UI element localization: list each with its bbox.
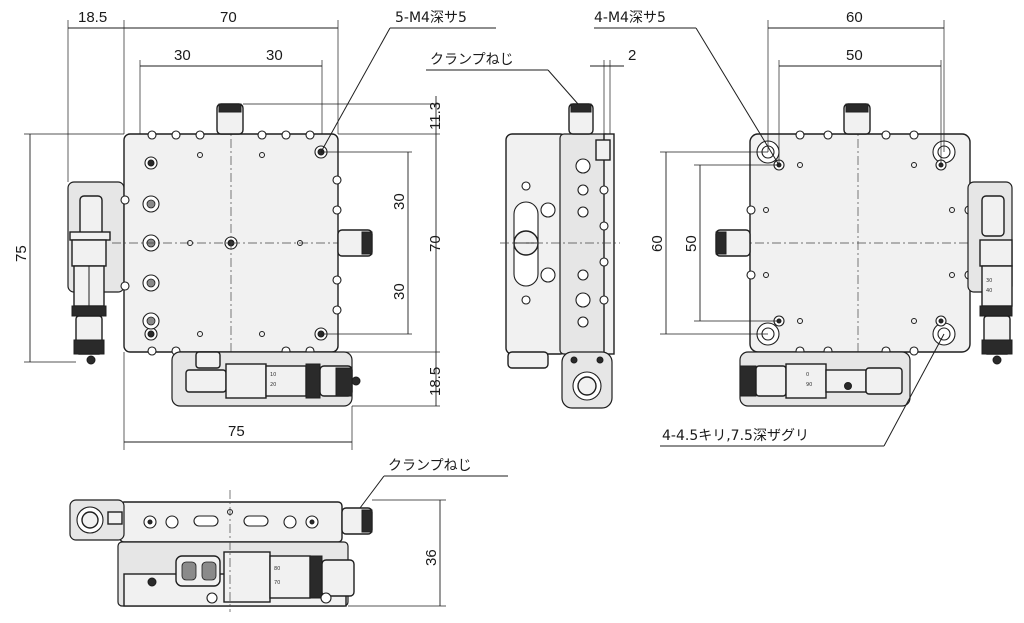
dim-bottom-75: 75 xyxy=(228,423,245,440)
mic-scale-f: 90 xyxy=(806,382,812,388)
dim-half-right: 30 xyxy=(266,47,283,64)
dim-height-36: 36 xyxy=(423,549,440,566)
front-view: 80 70 クランプねじ 36 xyxy=(69,458,508,612)
dim-top-offset: 18.5 xyxy=(78,9,107,26)
label-tap-holes-bottom: 4-M4深サ5 xyxy=(594,10,666,26)
dim-half-left: 30 xyxy=(174,47,191,64)
dim-right-30-upper: 30 xyxy=(391,193,408,210)
dim-11-3: 11.3 xyxy=(427,102,444,130)
bottom-view: 30 40 0 90 60 50 60 50 4-M4深サ5 xyxy=(594,9,1013,447)
dim-bottom-18-5: 18.5 xyxy=(427,367,444,396)
dim-top-width: 70 xyxy=(220,9,237,26)
label-tap-holes: 5-M4深サ5 xyxy=(395,10,467,26)
dim-right-70: 70 xyxy=(427,235,444,252)
dim-bottom-60-h: 60 xyxy=(649,235,666,252)
top-view: 10 20 18.5 70 30 30 5-M4深サ5 11.3 30 30 7… xyxy=(13,9,496,450)
label-clamp-screw-front: クランプねじ xyxy=(388,458,472,474)
mic-scale-g: 80 xyxy=(274,566,280,572)
label-clamp-screw-side: クランプねじ xyxy=(430,52,514,68)
mic-scale-b: 20 xyxy=(270,382,276,388)
label-counterbore: 4-4.5キリ,7.5深ザグリ xyxy=(662,428,809,444)
mic-scale-a: 10 xyxy=(270,372,276,378)
mic-scale-h: 70 xyxy=(274,580,280,586)
dim-bottom-50-h: 50 xyxy=(683,235,700,252)
mic-scale-e: 0 xyxy=(806,372,809,378)
side-view: 2 クランプねじ xyxy=(426,47,636,409)
dim-bottom-50-w: 50 xyxy=(846,47,863,64)
mic-scale-c: 30 xyxy=(986,278,992,284)
dim-right-30-lower: 30 xyxy=(391,283,408,300)
dim-left-75: 75 xyxy=(13,245,30,262)
dim-bottom-60-w: 60 xyxy=(846,9,863,26)
mic-scale-d: 40 xyxy=(986,288,992,294)
dim-side-2: 2 xyxy=(628,47,636,64)
